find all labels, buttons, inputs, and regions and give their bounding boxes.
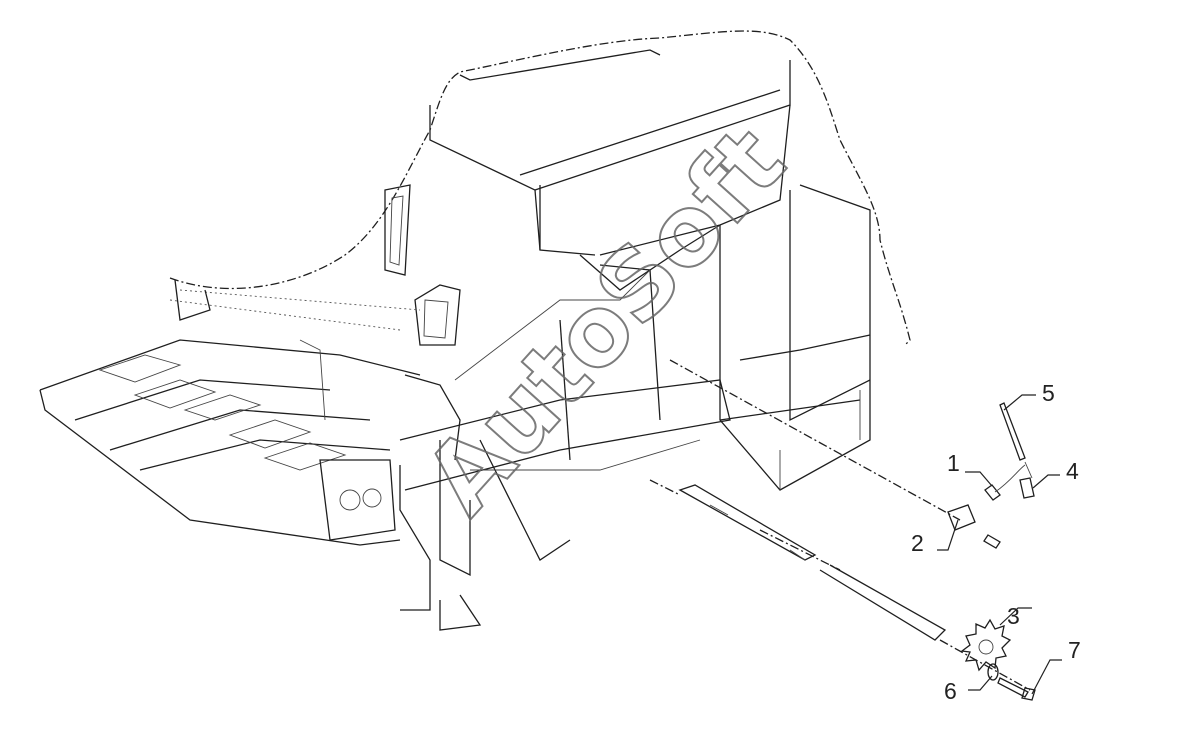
- part-3-sprocket: [960, 618, 1012, 672]
- part-1-sensor: [984, 464, 1026, 501]
- callout-5: 5: [1003, 380, 1055, 411]
- part-5-cable-tie: [999, 402, 1026, 461]
- callout-1-label: 1: [947, 450, 960, 476]
- callout-6-label: 6: [944, 678, 957, 704]
- callout-2-label: 2: [911, 530, 924, 556]
- part-7-bolt: [997, 677, 1036, 701]
- drive-shaft: [649, 479, 947, 641]
- callout-1: 1: [947, 450, 993, 487]
- callout-3: 3: [999, 603, 1032, 629]
- assembly-centreline: [669, 359, 1031, 691]
- callout-2: 2: [911, 519, 959, 556]
- watermark: AutoSoft: [404, 106, 807, 536]
- callout-4: 4: [1032, 458, 1079, 489]
- callout-7-label: 7: [1068, 637, 1081, 663]
- machine-chassis: [39, 30, 911, 631]
- callout-7: 7: [1031, 637, 1081, 695]
- callout-5-label: 5: [1042, 380, 1055, 406]
- callout-6: 6: [944, 675, 993, 704]
- callout-3-label: 3: [1007, 603, 1020, 629]
- callout-4-label: 4: [1066, 458, 1079, 484]
- part-6-washer: [987, 663, 999, 681]
- part-2-bracket: [947, 504, 1001, 549]
- part-4-connector: [1019, 461, 1035, 499]
